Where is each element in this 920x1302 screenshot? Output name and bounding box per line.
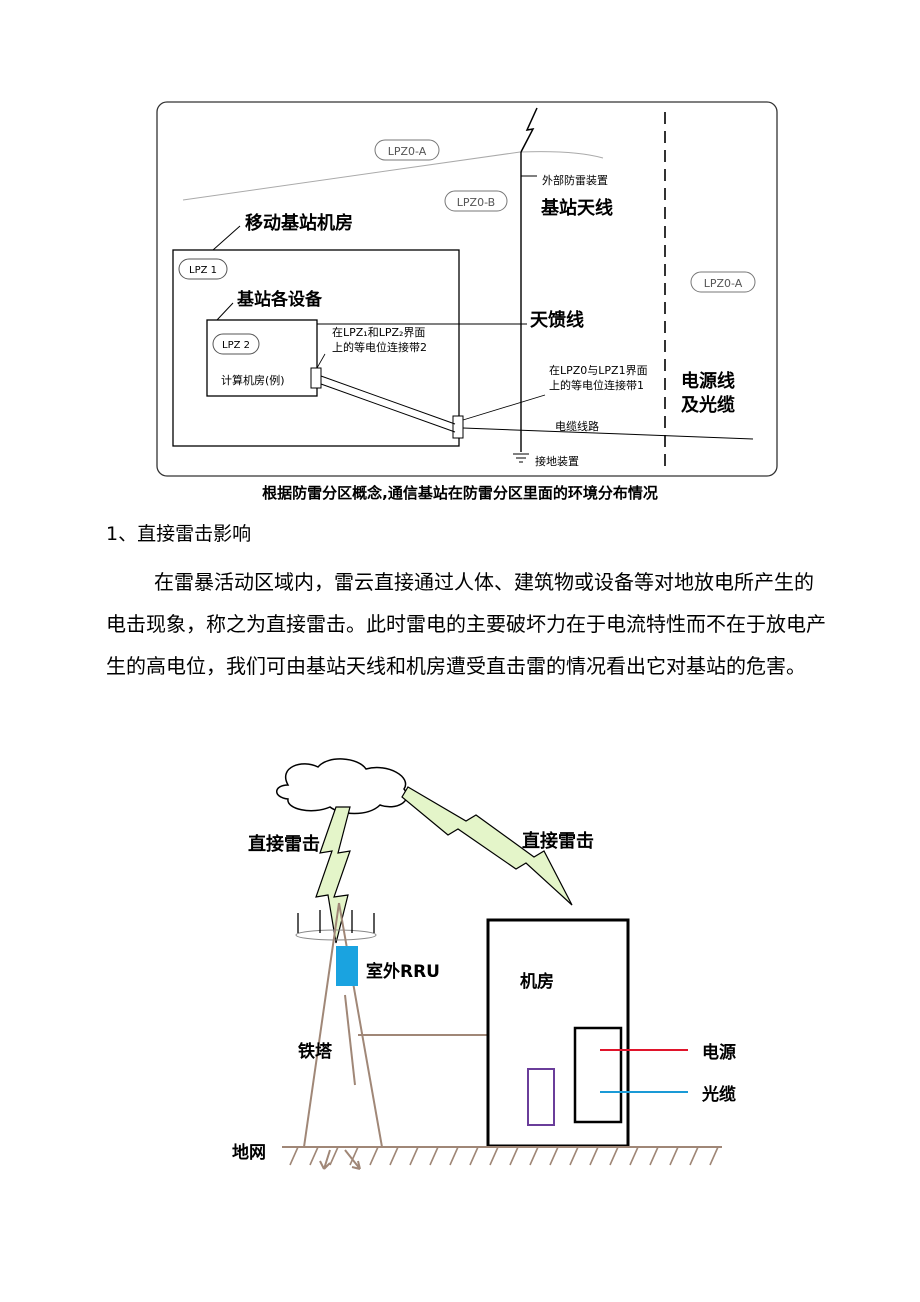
power-line1: 电源线 bbox=[681, 370, 735, 392]
power-line2: 及光缆 bbox=[681, 394, 735, 416]
section-heading: 1、直接雷击影响 bbox=[106, 523, 252, 545]
bond2-line2: 上的等电位连接带2 bbox=[332, 340, 427, 354]
lpz2-label: LPZ 2 bbox=[222, 340, 250, 351]
antenna-label: 基站天线 bbox=[540, 197, 613, 219]
bonding-bar-1 bbox=[452, 415, 464, 439]
equipment-cabinet bbox=[527, 1068, 555, 1126]
lpz0a-right-label: LPZ0-A bbox=[704, 277, 743, 290]
room-title: 移动基站机房 bbox=[245, 212, 353, 234]
cloud-icon bbox=[276, 758, 408, 815]
figure1-frame bbox=[156, 101, 778, 477]
lpz0a-top-label: LPZ0-A bbox=[388, 145, 427, 158]
figure-caption: 根据防雷分区概念,通信基站在防雷分区里面的环境分布情况 bbox=[262, 484, 658, 502]
ground-label: 地网 bbox=[232, 1142, 266, 1163]
rru-label: 室外RRU bbox=[366, 961, 440, 982]
rru-box bbox=[336, 946, 358, 986]
fiber-label: 光缆 bbox=[701, 1084, 736, 1105]
feeder-label: 天馈线 bbox=[530, 309, 584, 331]
direct-strike-diagram: 直接雷击 直接雷击 室外RRU 铁塔 机房 电源 光缆 地网 bbox=[232, 758, 736, 1170]
grounding-label: 接地装置 bbox=[535, 455, 579, 468]
bond1-line2: 上的等电位连接带1 bbox=[549, 378, 644, 392]
strike-left-label: 直接雷击 bbox=[248, 833, 320, 855]
cable-route-label: 电缆线路 bbox=[555, 419, 599, 433]
lightning-rod-icon bbox=[520, 107, 538, 153]
equipment-title: 基站各设备 bbox=[236, 289, 323, 310]
computer-room-label: 计算机房(例) bbox=[221, 373, 285, 387]
lpz1-label: LPZ 1 bbox=[189, 265, 217, 276]
bond1-line1: 在LPZ0与LPZ1界面 bbox=[549, 364, 648, 377]
bonding-bar-2 bbox=[310, 367, 322, 389]
lpz1-room bbox=[172, 249, 460, 447]
protection-curve bbox=[182, 151, 604, 201]
strike-right-label: 直接雷击 bbox=[522, 830, 594, 852]
tower-label: 铁塔 bbox=[298, 1041, 333, 1062]
bonding-leader-1 bbox=[462, 394, 546, 421]
ground-icon bbox=[513, 453, 529, 463]
ground-arrows bbox=[319, 1149, 361, 1170]
power-label: 电源 bbox=[702, 1042, 736, 1063]
external-lp-label: 外部防雷装置 bbox=[542, 173, 608, 187]
lightning-bolt-left bbox=[315, 806, 351, 944]
lpz-diagram: LPZ0-A LPZ0-B LPZ0-A LPZ 1 LPZ 2 移动基站机房 … bbox=[156, 101, 778, 477]
bond2-line1: 在LPZ₁和LPZ₂界面 bbox=[332, 326, 425, 339]
paragraph-text: 在雷暴活动区域内，雷云直接通过人体、建筑物或设备等对地放电所产生的电击现象，称之… bbox=[106, 570, 826, 678]
distribution-cabinet bbox=[573, 1026, 623, 1124]
equipment-room bbox=[486, 918, 630, 1148]
lightning-bolt-right bbox=[401, 786, 573, 906]
lpz0b-label: LPZ0-B bbox=[457, 196, 495, 209]
lpz2-room bbox=[206, 319, 318, 397]
body-paragraph: 在雷暴活动区域内，雷云直接通过人体、建筑物或设备等对地放电所产生的电击现象，称之… bbox=[106, 561, 826, 687]
ground-hatch bbox=[289, 1146, 719, 1166]
room-label: 机房 bbox=[520, 971, 554, 992]
tower bbox=[303, 902, 383, 1148]
